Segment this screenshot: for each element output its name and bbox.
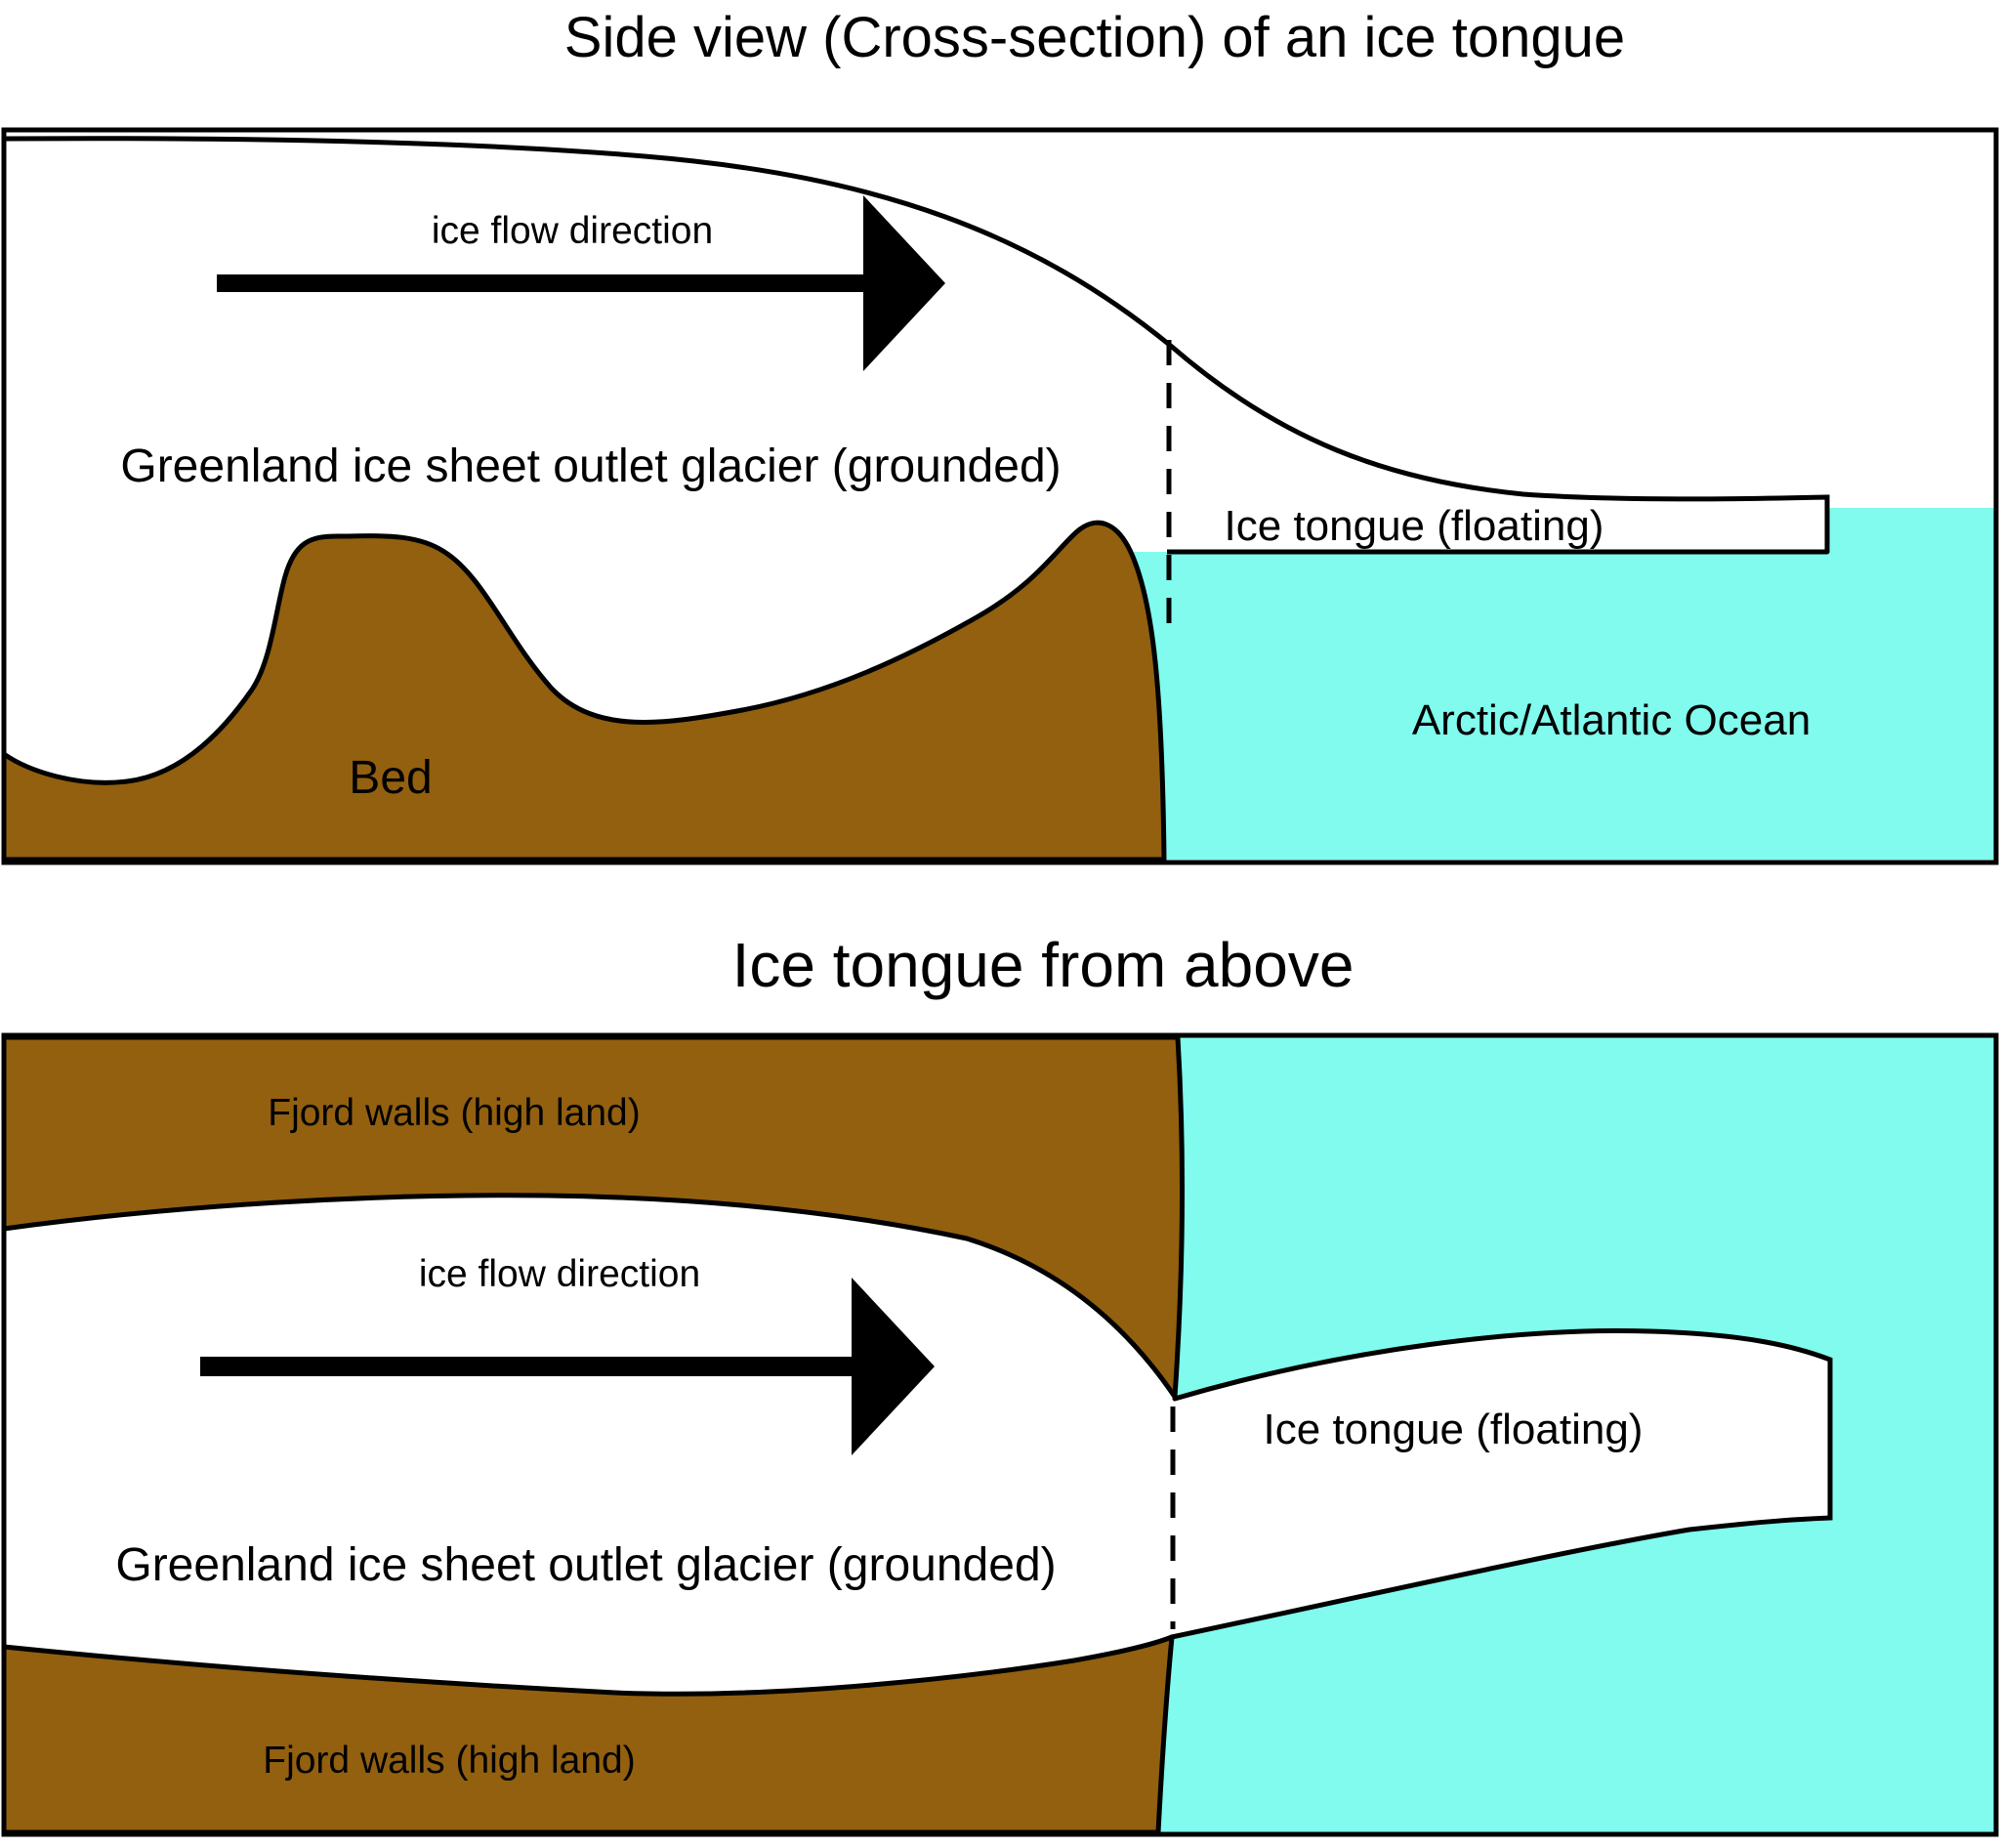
ice-flow-direction-label-top-view: ice flow direction bbox=[419, 1253, 700, 1295]
bed-label: Bed bbox=[349, 752, 432, 804]
ice-tongue-outline-top-view bbox=[1169, 1328, 1833, 1640]
ice-flow-direction-label-side-view: ice flow direction bbox=[432, 210, 713, 252]
grounded-glacier-label-side-view: Greenland ice sheet outlet glacier (grou… bbox=[120, 441, 1061, 492]
side-view-panel-border bbox=[1, 127, 1999, 865]
ocean-label: Arctic/Atlantic Ocean bbox=[1412, 696, 1811, 744]
glacier-surface-curve bbox=[1, 136, 1830, 555]
top-view-title: Ice tongue from above bbox=[732, 930, 1354, 1000]
fjord-wall-top-shape bbox=[1, 1034, 1186, 1400]
side-view-title: Side view (Cross-section) of an ice tong… bbox=[564, 6, 1625, 69]
fjord-wall-top-label: Fjord walls (high land) bbox=[268, 1092, 641, 1134]
ice-tongue-label-side-view: Ice tongue (floating) bbox=[1225, 502, 1604, 550]
fjord-wall-bottom-shape bbox=[1, 1634, 1175, 1835]
ice-flow-arrow-head-top-view bbox=[852, 1278, 935, 1455]
ice-flow-arrow-head-side-view bbox=[863, 195, 945, 371]
fjord-wall-bottom-label: Fjord walls (high land) bbox=[263, 1740, 636, 1782]
grounded-glacier-label-top-view: Greenland ice sheet outlet glacier (grou… bbox=[115, 1539, 1056, 1591]
top-view-panel-border bbox=[1, 1032, 1999, 1837]
ice-tongue-label-top-view: Ice tongue (floating) bbox=[1264, 1406, 1644, 1453]
ocean-water-top-view bbox=[1158, 1037, 1994, 1832]
bedrock-shape bbox=[1, 520, 1167, 862]
ocean-water-side-view bbox=[1123, 508, 1994, 860]
